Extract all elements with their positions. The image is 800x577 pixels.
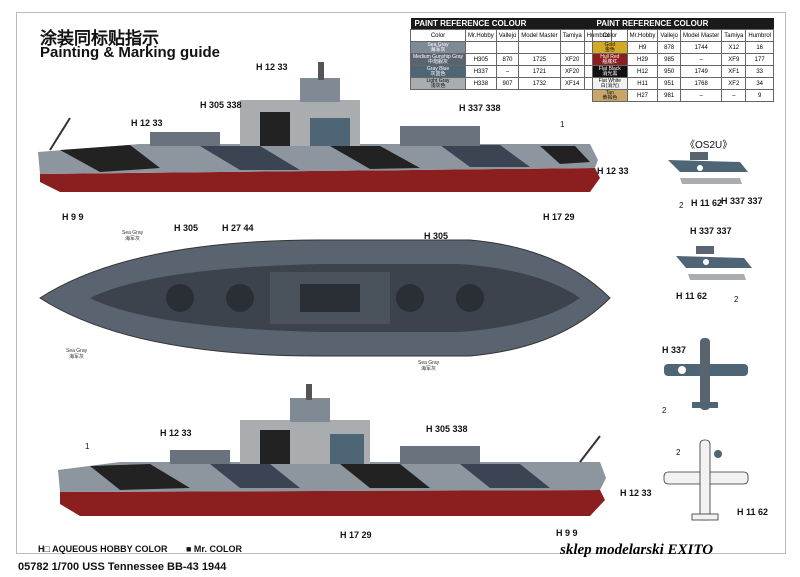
color-name-cn: 海军灰	[430, 46, 446, 53]
callout: H 12 33	[597, 166, 629, 176]
legend-aqueous: H□ AQUEOUS HOBBY COLOR	[38, 544, 168, 554]
ship-side-view-bottom	[58, 384, 606, 516]
callout: H 12 33	[620, 488, 652, 498]
color-name-cn: 白(消光)	[600, 82, 619, 89]
callout: H 337 337	[690, 226, 732, 236]
callout: H 12 33	[160, 428, 192, 438]
tamiya-code: XF14	[559, 77, 585, 90]
legend-mr-color: ■ Mr. COLOR	[186, 544, 242, 554]
footer-title: 05782 1/700 USS Tennessee BB-43 1944	[18, 561, 227, 573]
hobby-code: H27	[626, 89, 659, 102]
vallejo-code: 981	[657, 89, 681, 102]
label-sea-gray: Sea Gray	[122, 230, 144, 236]
callout: H 11 62	[737, 507, 769, 517]
hobby-code: H338	[465, 77, 497, 90]
callout: H 305 338	[426, 424, 468, 434]
color-name-cn: 浅灰色	[430, 82, 446, 89]
humbrol-code: 9	[745, 89, 774, 102]
color-name: Flat Black	[598, 65, 621, 72]
callout: H 305	[174, 223, 199, 233]
part-number: 1	[560, 120, 565, 129]
hobby-code: H12	[626, 65, 659, 78]
shop-watermark: sklep modelarski EXITO	[560, 542, 714, 558]
color-name: Medium Gunship Gray	[413, 53, 464, 60]
label-sea-gray-cn: 海军灰	[125, 236, 141, 242]
title-chinese: 涂装同标贴指示	[40, 29, 159, 49]
aircraft-side-1	[668, 152, 748, 184]
ship-side-view-top	[38, 62, 600, 192]
callout: H 305	[424, 231, 449, 241]
callout: H 12 33	[131, 118, 163, 128]
title-english: Painting & Marking guide	[40, 44, 221, 61]
color-name-cn: 消光黑	[602, 70, 618, 77]
tamiya-code: –	[721, 89, 747, 102]
mm-code: –	[679, 89, 723, 102]
part-number: 2	[734, 295, 739, 304]
label-sea-gray-cn: 海军灰	[69, 354, 85, 360]
label-sea-gray: Sea Gray	[66, 348, 88, 354]
callout: H 337 338	[459, 103, 501, 113]
ship-top-view	[39, 239, 611, 357]
color-name-cn: 船底红	[602, 58, 618, 65]
callout: H 11 62	[676, 291, 708, 301]
paint-table-right: PAINT REFERENCE COLOUR Color Mr.Hobby Va…	[592, 18, 774, 102]
callout: H 9 9	[62, 212, 84, 222]
color-name-cn: 金色	[604, 46, 615, 53]
color-name-cn: 黄褐色	[602, 94, 618, 101]
color-name: Flat White	[598, 77, 622, 84]
color-name: Gray Blue	[426, 65, 450, 72]
callout: H 11 62	[691, 198, 723, 208]
aircraft-label: 《OS2U》	[685, 140, 733, 151]
callout: H 9 9	[556, 528, 578, 538]
callout: H 27 44	[222, 223, 254, 233]
part-number: 2	[676, 448, 681, 457]
label-sea-gray: Sea Gray	[418, 360, 440, 366]
aircraft-bottom	[663, 439, 749, 521]
mm-code: 1732	[518, 77, 561, 90]
part-number: 2	[679, 201, 684, 210]
page-frame	[16, 12, 786, 554]
label-sea-gray-cn: 海军灰	[421, 366, 437, 372]
aircraft-side-2	[676, 246, 752, 280]
callout: H 12 33	[256, 62, 288, 72]
callout: H 17 29	[543, 212, 575, 222]
callout: H 17 29	[340, 530, 372, 540]
part-number: 2	[662, 406, 667, 415]
color-name: Sea Gray	[427, 41, 449, 48]
callout: H 337 337	[721, 196, 763, 206]
paint-table-heading: PAINT REFERENCE COLOUR	[410, 18, 612, 30]
callout: H 337	[662, 345, 687, 355]
part-number: 1	[85, 442, 90, 451]
color-name: Tan	[605, 89, 614, 96]
color-name: Hull Red	[600, 53, 620, 60]
paint-table-heading: PAINT REFERENCE COLOUR	[592, 18, 774, 30]
color-name-cn: 中炮舰灰	[428, 58, 449, 65]
aircraft-top	[664, 338, 748, 410]
hobby-code: H337	[465, 65, 497, 78]
mm-code: 1744	[679, 41, 723, 54]
color-name-cn: 灰蓝色	[430, 70, 446, 77]
color-name: Light Gray	[426, 77, 450, 84]
callout: H 305 338	[200, 100, 242, 110]
color-name: Gold	[604, 41, 616, 48]
